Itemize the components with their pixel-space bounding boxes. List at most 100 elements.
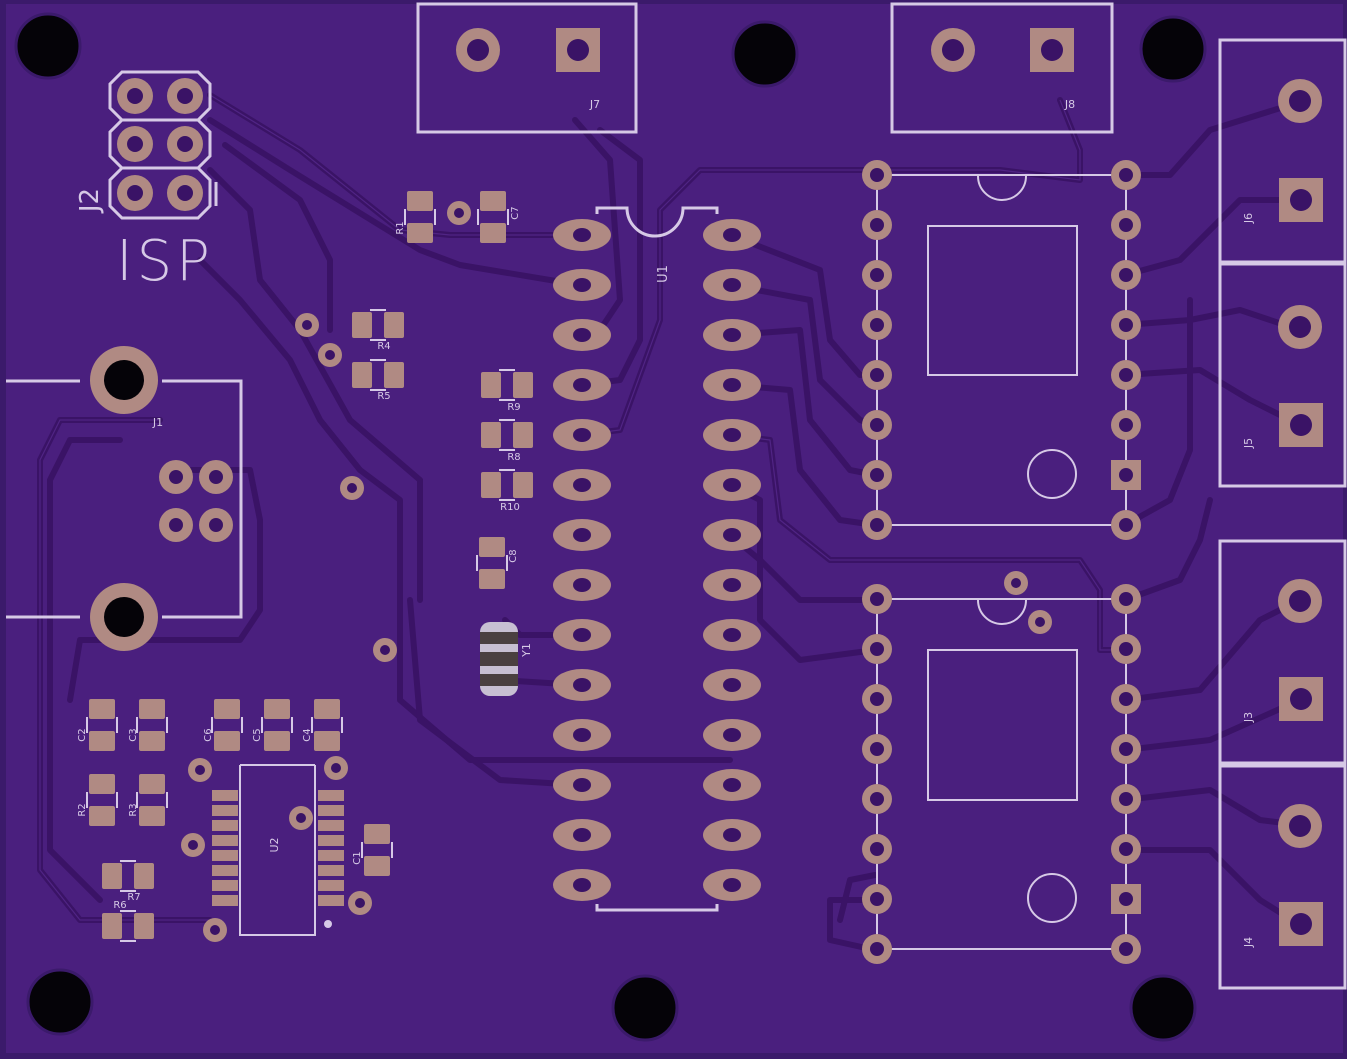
- u2-pad: [318, 850, 344, 861]
- smd-pad: [407, 223, 433, 243]
- connector-j6: J6: [1218, 38, 1347, 264]
- module-pad-hole: [870, 468, 884, 482]
- u2-pad: [212, 880, 238, 891]
- module-pad-hole: [1119, 692, 1133, 706]
- u1-pad-hole: [723, 578, 741, 592]
- smd-part: [404, 191, 436, 243]
- u2-pad: [212, 835, 238, 846]
- smd-silk: [370, 359, 386, 391]
- u1-pad-hole: [573, 428, 591, 442]
- smd-part: [136, 774, 168, 826]
- smd-silk: [311, 717, 343, 733]
- smd-part: [261, 699, 293, 751]
- u1-pad-hole: [723, 778, 741, 792]
- module-pad-hole: [1119, 268, 1133, 282]
- c8-label: C8: [508, 549, 519, 562]
- smd-pad: [384, 362, 404, 388]
- module-pad-hole: [1119, 418, 1133, 432]
- smd-silk: [86, 717, 118, 733]
- r2-label: R2: [77, 803, 88, 816]
- r8-label: R8: [507, 452, 520, 463]
- u2-pad: [212, 865, 238, 876]
- module-pad-hole: [870, 742, 884, 756]
- module-pad-hole: [870, 692, 884, 706]
- vias: [181, 201, 1052, 942]
- smd-pad: [314, 699, 340, 719]
- u1-pad-hole: [723, 378, 741, 392]
- smd-pad: [513, 472, 533, 498]
- smd-pad: [481, 372, 501, 398]
- smd-pad: [480, 191, 506, 211]
- smd-pad: [364, 824, 390, 844]
- smd-silk: [370, 309, 386, 341]
- mounting-holes: [14, 12, 1207, 1042]
- c3-label: C3: [128, 728, 139, 741]
- u2-pad: [318, 865, 344, 876]
- via-hole: [302, 320, 312, 330]
- smd-silk: [404, 209, 436, 225]
- module-pad-hole: [870, 318, 884, 332]
- smd-silk: [476, 555, 508, 571]
- u1-pad-hole: [573, 828, 591, 842]
- u1-pad-hole: [723, 628, 741, 642]
- smd-pad: [364, 856, 390, 876]
- u1-pad-hole: [723, 478, 741, 492]
- component-labels: R1 C7 R4 R5 R9 R8 R10 C8 C2 C3 C6 C5 C4 …: [77, 206, 521, 911]
- module-pad-hole: [870, 168, 884, 182]
- u1-pad-hole: [573, 628, 591, 642]
- smd-pad: [89, 806, 115, 826]
- smd-pad: [214, 699, 240, 719]
- via-hole: [1035, 617, 1045, 627]
- module-pad-hole: [870, 418, 884, 432]
- smd-pad: [139, 806, 165, 826]
- smd-pad: [89, 774, 115, 794]
- smd-pad: [134, 863, 154, 889]
- j1-label: J1: [152, 416, 163, 429]
- smd-part: [361, 824, 393, 876]
- module-pad-hole: [1119, 892, 1133, 906]
- u1-pad-hole: [573, 378, 591, 392]
- u1-pad-hole: [723, 328, 741, 342]
- c4-label: C4: [302, 728, 313, 741]
- smd-part: [481, 469, 533, 501]
- driver-module-bottom: [862, 584, 1141, 964]
- smd-part: [136, 699, 168, 751]
- j6-label: J6: [1242, 213, 1255, 224]
- j2-label: J2: [75, 188, 105, 214]
- smd-pad: [139, 699, 165, 719]
- smd-part: [477, 191, 509, 243]
- module-pad-hole: [870, 792, 884, 806]
- smd-silk: [499, 469, 515, 501]
- y1-label: Y1: [520, 643, 533, 658]
- module-pad-hole: [870, 592, 884, 606]
- via-hole: [355, 898, 365, 908]
- smd-part: [211, 699, 243, 751]
- smd-pad: [352, 312, 372, 338]
- u2-pad: [318, 835, 344, 846]
- module-pad-hole: [870, 942, 884, 956]
- u2-pad: [212, 805, 238, 816]
- u1-pad-hole: [723, 728, 741, 742]
- u2-pad: [212, 895, 238, 906]
- r5-label: R5: [377, 391, 390, 402]
- smd-part: [102, 860, 154, 892]
- smd-silk: [136, 717, 168, 733]
- module-pad-hole: [1119, 842, 1133, 856]
- u2-pad: [318, 895, 344, 906]
- smd-pad: [102, 863, 122, 889]
- u1-pad-hole: [573, 478, 591, 492]
- smd-pad: [102, 913, 122, 939]
- c7-label: C7: [510, 206, 521, 219]
- smd-pad: [89, 731, 115, 751]
- smd-pad: [89, 699, 115, 719]
- u2-pad: [318, 790, 344, 801]
- module-pad-hole: [1119, 318, 1133, 332]
- u1-pad-hole: [573, 728, 591, 742]
- via-hole: [188, 840, 198, 850]
- connector-j1: J1: [6, 346, 243, 651]
- r4-label: R4: [377, 341, 390, 352]
- u1-pad-hole: [723, 878, 741, 892]
- via-hole: [454, 208, 464, 218]
- j8-label: J8: [1064, 98, 1075, 111]
- u2-pad: [212, 820, 238, 831]
